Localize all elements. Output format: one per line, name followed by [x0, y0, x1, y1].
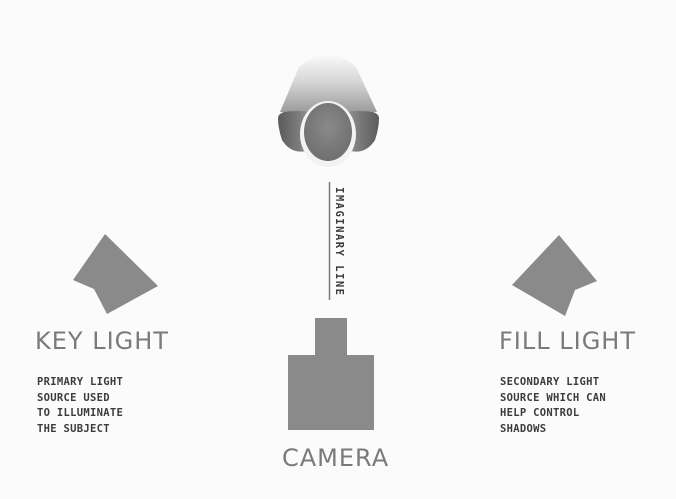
key-light-title: KEY LIGHT	[35, 327, 169, 355]
subject-person-icon	[278, 54, 379, 167]
key-light-description: PRIMARY LIGHT SOURCE USED TO ILLUMINATE …	[37, 376, 124, 435]
subject-head	[304, 103, 352, 161]
fill-light-description: SECONDARY LIGHT SOURCE WHICH CAN HELP CO…	[500, 376, 606, 435]
fill-light-icon	[512, 235, 597, 316]
subject-body	[280, 54, 377, 112]
key-light-icon	[73, 234, 158, 314]
camera-lens	[315, 318, 347, 355]
fill-light-title: FILL LIGHT	[499, 327, 637, 355]
camera-icon	[288, 318, 374, 430]
camera-title: CAMERA	[282, 444, 390, 472]
camera-body	[288, 355, 374, 430]
imaginary-line-label: IMAGINARY LINE	[333, 187, 345, 297]
